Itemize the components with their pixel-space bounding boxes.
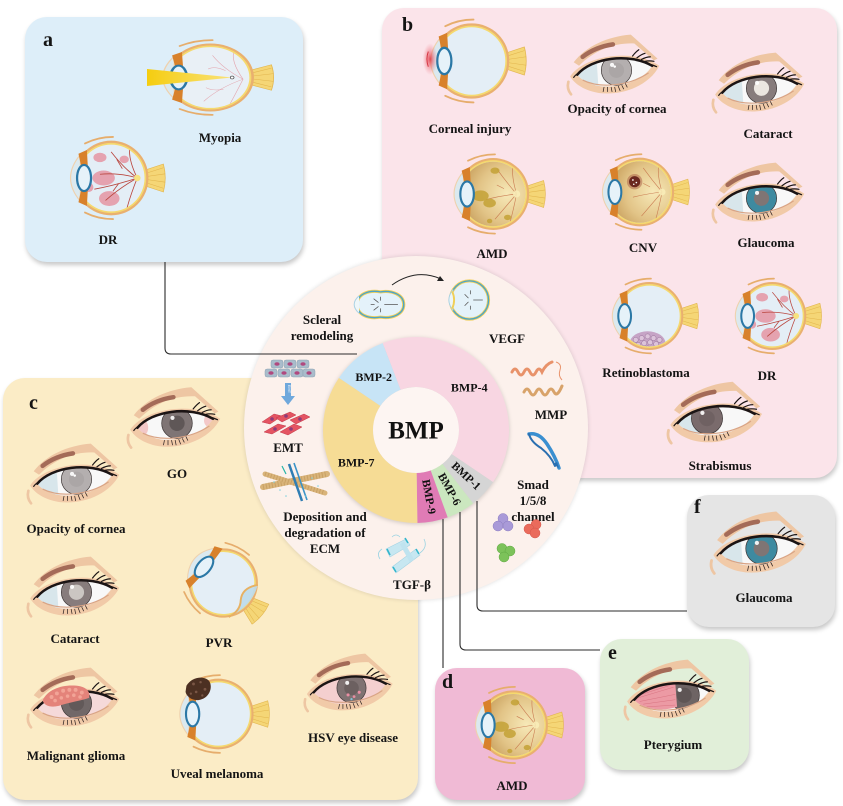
bmp-donut-chart: BMP BMP-4 BMP-1 BMP-6 BMP-9 BMP-7 BMP-2 [323,337,509,523]
donut-segment-bmp-9 [416,470,448,523]
corneal-opacity-eye-icon [563,28,670,100]
donut-segments [323,337,509,523]
tgf-beta-protein-icon [378,534,426,574]
disease-label-glaucoma: Glaucoma [735,590,793,605]
myopia-eye-icon [146,38,275,117]
corneal-opacity-eye-icon [23,437,130,509]
diabetic-retinopathy-eye-icon [69,135,166,221]
disease-label-dr: DR [757,368,777,383]
disease-label-uveal-melanoma: Uveal melanoma [170,766,264,781]
disease-label-glaucoma: Glaucoma [737,235,795,250]
mmp-protein-icon [527,431,561,470]
donut-segment-bmp-4 [382,337,509,483]
disease-label-pterygium: Pterygium [643,737,703,752]
panel-letter-e: e [608,642,617,664]
disease-label-cnv: CNV [628,240,658,255]
retinoblastoma-eye-icon [611,277,700,360]
mechanism-label-mmp: MMP [534,407,568,422]
disease-label-malignant-glioma: Malignant glioma [26,748,126,763]
panel-letter-d: d [442,671,454,693]
panel-letter-b: b [402,14,414,36]
glaucoma-eye-icon [706,505,817,579]
disease-label-corneal-injury: Corneal injury [428,121,512,136]
mechanism-label-ecm: Deposition and degradation of ECM [283,509,367,556]
donut-segment-bmp-1 [442,454,494,504]
disease-label-amd: AMD [476,246,508,261]
disease-label-pvr: PVR [205,635,233,650]
disease-label-retinoblastoma: Retinoblastoma [602,365,690,380]
remodeling-arrow-icon [391,274,444,286]
segment-label-bmp-7: BMP-7 [338,455,375,469]
bmp-center-circle [373,387,459,473]
panel-e: e Pterygium [600,639,749,770]
ecm-fibers-icon [260,462,330,502]
disease-label-myopia: Myopia [198,130,242,145]
panel-c: c GO Opacity of cornea Cataract PVR Mali… [3,378,418,800]
panel-letter-f: f [694,496,701,518]
segment-label-bmp-2: BMP-2 [355,370,392,384]
mechanism-label-smad-channel: Smad 1/5/8 channel [511,477,555,524]
segment-label-bmp-4: BMP-4 [451,381,488,395]
panel-f: f Glaucoma [687,495,835,627]
disease-label-go: GO [166,466,188,481]
disease-label-strabismus: Strabismus [688,458,752,473]
disease-label-opacity-of-cornea: Opacity of cornea [567,101,667,116]
disease-label-cataract: Cataract [743,126,793,141]
mechanism-label-vegf: VEGF [488,331,526,346]
panel-a: a Myopia DR [25,17,303,262]
panel-letter-c: c [29,392,38,414]
uveal-melanoma-eye-icon [178,674,270,754]
hsv-eye-icon [300,647,403,717]
donut-segment-bmp-7 [323,377,418,523]
amd-eye-icon [452,153,546,235]
cnv-eye-icon [601,153,690,231]
bmp-center-title: BMP [388,418,444,445]
eye-round-icon [448,279,491,321]
pterygium-eye-icon [620,653,727,725]
glaucoma-eye-icon [708,156,815,228]
donut-segment-bmp-6 [430,463,474,518]
cataract-eye-icon [23,550,130,622]
pvr-eye-icon [168,528,285,643]
disease-label-opacity-of-cornea: Opacity of cornea [26,521,126,536]
corneal-injury-eye-icon [422,18,527,104]
donut-segment-bmp-2 [338,343,401,406]
panel-letter-a: a [43,29,53,51]
bmp-central-diagram: Scleral remodeling VEGF MMP Smad 1/5/8 c… [244,256,588,600]
mechanism-label-tgf-beta: TGF-β [393,577,431,592]
transition-arrow-text: EMT [287,385,292,394]
go-eye-icon [123,380,231,454]
smad-molecule-green-icon [496,543,516,563]
epithelial-cells-icon [264,359,316,378]
diabetic-retinopathy-eye-icon [734,277,823,355]
strabismus-eye-icon [663,375,773,449]
amd-eye-icon [474,685,564,765]
disease-label-amd: AMD [496,778,528,793]
disease-label-dr: DR [98,232,118,247]
cataract-eye-icon [708,46,815,118]
disease-label-hsv-eye-disease: HSV eye disease [307,730,399,745]
panel-d: d AMD [435,668,585,800]
smad-molecule-red-icon [523,519,542,539]
mechanism-label-emt: EMT [273,440,303,455]
malignant-glioma-eye-icon [23,660,130,734]
disease-label-cataract: Cataract [50,631,100,646]
transition-arrow-icon: EMT [281,383,295,405]
vegf-protein-icon [510,360,564,397]
mesenchymal-cells-icon [261,411,311,436]
